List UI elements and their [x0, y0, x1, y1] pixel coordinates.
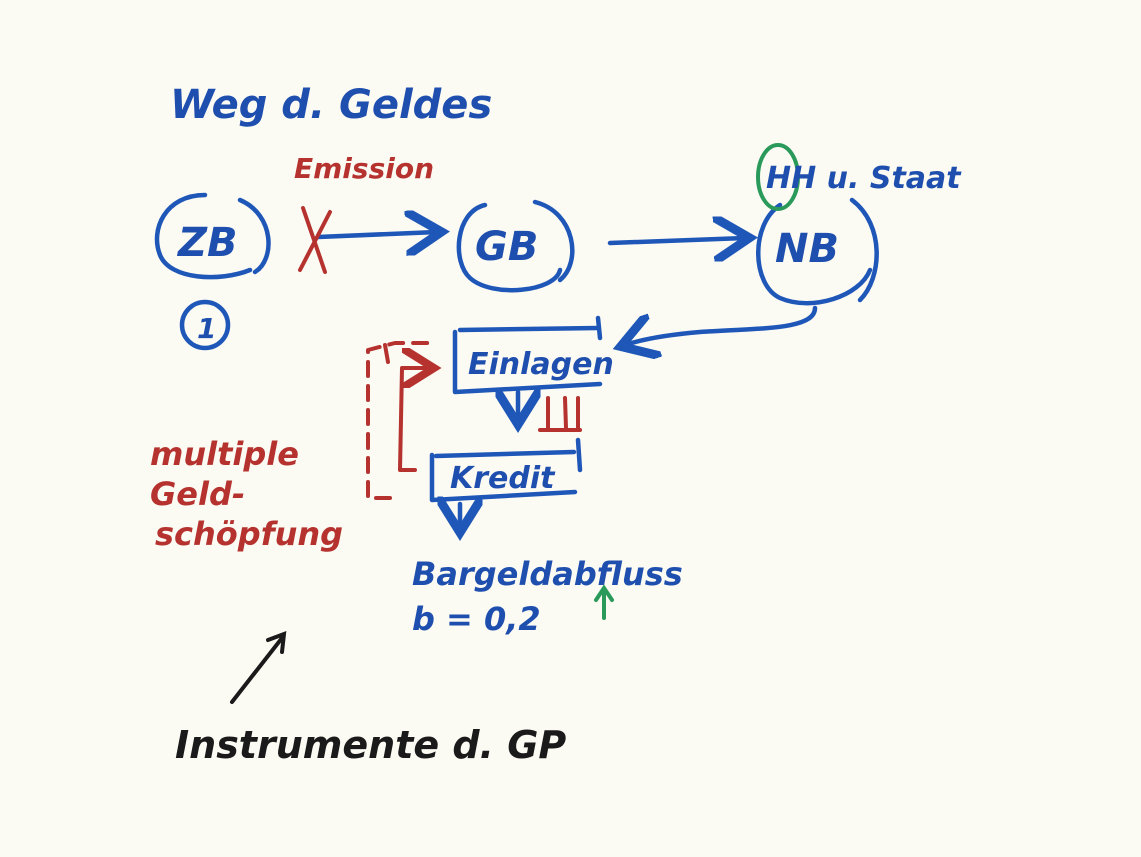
zb-node: ZB [154, 192, 271, 280]
step-one-circle [179, 299, 231, 351]
multiplier-loop [366, 341, 582, 500]
multiplier-tick-a [383, 343, 390, 364]
zb-right-arc [237, 197, 271, 275]
title-text: Weg d. Geldes [170, 82, 492, 128]
nb-left-arc [756, 202, 873, 306]
multiple-label-line-2: Geld- [150, 475, 245, 513]
multiplier-outer-loop [366, 341, 432, 500]
increase-arrow-icon [594, 584, 614, 620]
emission-cross-mark [298, 206, 332, 274]
einlagen-box-top [457, 325, 601, 333]
kredit-box-top [433, 449, 577, 459]
bargeldabfluss-label: Bargeldabfluss [412, 555, 683, 593]
nb-label: NB [775, 226, 839, 272]
instrumente-arrow [230, 636, 284, 704]
gb-right-arc [532, 199, 575, 283]
step-one-label: 1 [197, 312, 216, 345]
instrumente-label: Instrumente d. GP [175, 723, 566, 767]
zb-left-arc [154, 192, 253, 280]
kredit-box-right-tick [575, 437, 583, 473]
kredit-label: Kredit [450, 461, 556, 496]
cross-stroke-2 [298, 210, 332, 272]
kredit-box: Kredit [429, 437, 583, 503]
nb-right-arc [849, 197, 879, 303]
einlagen-box: Einlagen [452, 315, 614, 395]
hh-green-circle [756, 143, 800, 211]
nb-einlagen-arrow [625, 305, 818, 345]
multiplier-inner-loop [398, 368, 430, 472]
nb-node: NB [756, 197, 879, 306]
einlagen-box-right-tick [595, 315, 603, 341]
multiple-label-line-1: multiple [150, 435, 299, 473]
emission-label: Emission [294, 152, 434, 185]
gb-left-arc [456, 202, 563, 293]
gb-node: GB [456, 199, 575, 293]
step-one-marker: 1 [179, 299, 231, 351]
instrumente-arrow-head [266, 630, 287, 654]
kredit-box-left-bottom [429, 452, 578, 503]
gb-label: GB [475, 224, 538, 270]
einlagen-label: Einlagen [468, 347, 614, 382]
hh-staat-label: HH u. Staat [766, 161, 962, 196]
multiple-label-line-3: schöpfung [155, 515, 343, 553]
ratio-label: b = 0,2 [412, 600, 541, 638]
zb-label: ZB [176, 220, 238, 266]
gb-nb-arrow [607, 238, 745, 243]
einlagen-box-left-bottom [452, 329, 603, 395]
multiplier-right-b [563, 396, 568, 430]
zb-gb-arrow [315, 232, 437, 237]
